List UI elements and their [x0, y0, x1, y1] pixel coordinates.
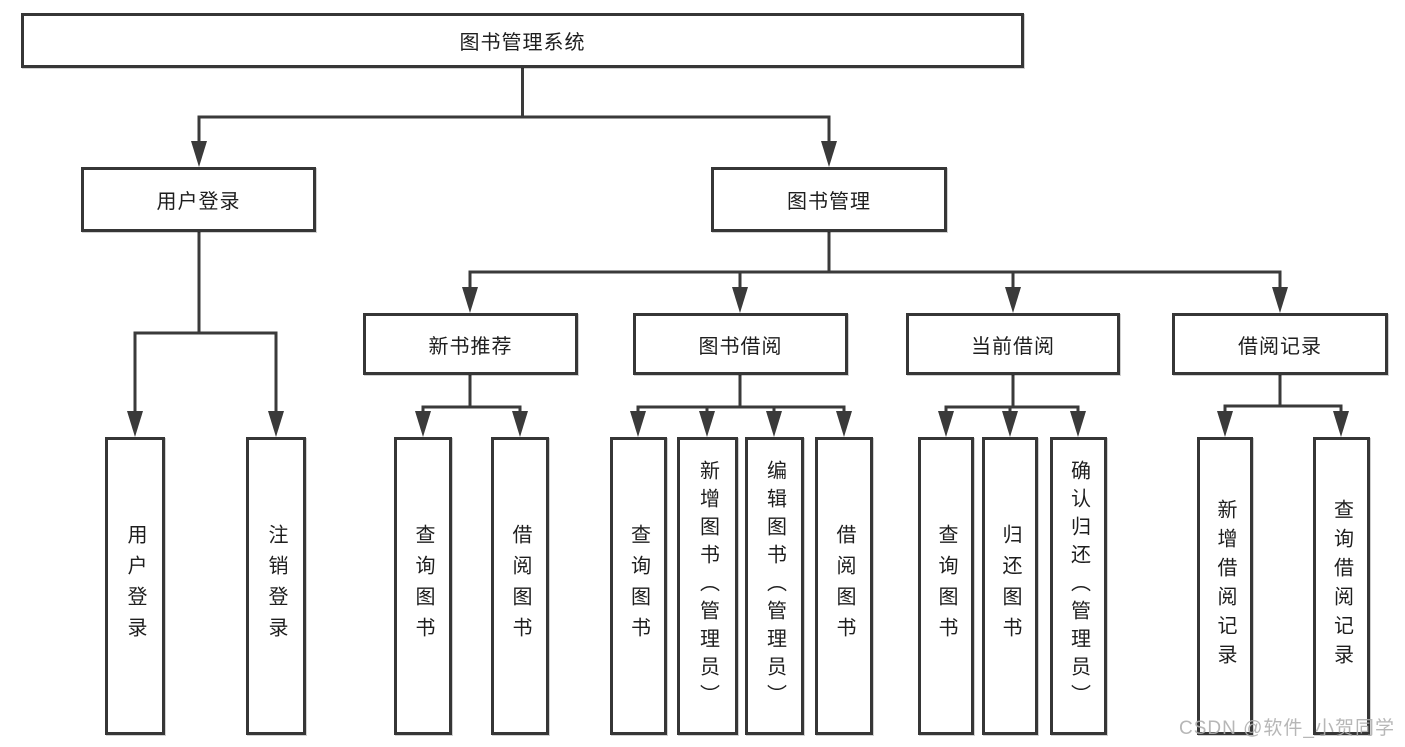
arrow-leaf-1 [127, 411, 143, 437]
arrow-leaf-2 [268, 411, 284, 437]
arrow-to-book-management [821, 141, 837, 167]
arrow-to-user-login [191, 141, 207, 167]
connector-book-borrow-to-leaves [636, 375, 846, 416]
arrow-leaf-4 [512, 411, 528, 437]
arrow-leaf-11 [1070, 411, 1086, 437]
leaf-return-books: 归还图书 [982, 437, 1038, 735]
node-current-borrowing: 当前借阅 [906, 313, 1120, 375]
arrow-leaf-6 [699, 411, 715, 437]
connector-new-books-to-leaves [421, 375, 522, 416]
arrow-to-book-borrow [732, 287, 748, 313]
arrow-leaf-3 [415, 411, 431, 437]
leaf-confirm-return-admin: 确认归还（管理员） [1050, 437, 1107, 735]
node-user-login: 用户登录 [81, 167, 316, 232]
arrow-leaf-12 [1217, 411, 1233, 437]
arrow-leaf-13 [1333, 411, 1349, 437]
leaf-query-books-2: 查询图书 [610, 437, 667, 735]
leaf-borrow-books-1: 借阅图书 [491, 437, 549, 735]
node-book-management: 图书管理 [711, 167, 947, 232]
arrow-leaf-9 [938, 411, 954, 437]
watermark: CSDN @软件_小贺同学 [1179, 718, 1395, 739]
arrow-to-borrow-records [1272, 287, 1288, 313]
node-book-borrowing: 图书借阅 [633, 313, 848, 375]
connector-book-management-to-level3 [468, 232, 1282, 292]
node-new-book-recommend: 新书推荐 [363, 313, 578, 375]
connector-root-to-level2 [197, 68, 831, 146]
leaf-query-books-3: 查询图书 [918, 437, 974, 735]
leaf-add-borrow-record: 新增借阅记录 [1197, 437, 1253, 735]
leaf-query-books-1: 查询图书 [394, 437, 452, 735]
leaf-logout: 注销登录 [246, 437, 306, 735]
node-root: 图书管理系统 [21, 13, 1024, 68]
arrowheads [127, 141, 1349, 437]
connector-borrow-records-to-leaves [1223, 375, 1343, 416]
leaf-edit-books-admin: 编辑图书（管理员） [745, 437, 804, 735]
leaf-query-borrow-record: 查询借阅记录 [1313, 437, 1370, 735]
node-borrowing-records: 借阅记录 [1172, 313, 1388, 375]
arrow-leaf-8 [836, 411, 852, 437]
arrow-to-new-books [462, 287, 478, 313]
leaf-user-login: 用户登录 [105, 437, 165, 735]
connector-current-borrow-to-leaves [944, 375, 1080, 416]
arrow-leaf-5 [630, 411, 646, 437]
arrow-leaf-10 [1002, 411, 1018, 437]
arrow-leaf-7 [766, 411, 782, 437]
arrow-to-current-borrow [1005, 287, 1021, 313]
leaf-add-books-admin: 新增图书（管理员） [677, 437, 738, 735]
leaf-borrow-books-2: 借阅图书 [815, 437, 873, 735]
connector-user-login-to-leaves [133, 232, 278, 416]
